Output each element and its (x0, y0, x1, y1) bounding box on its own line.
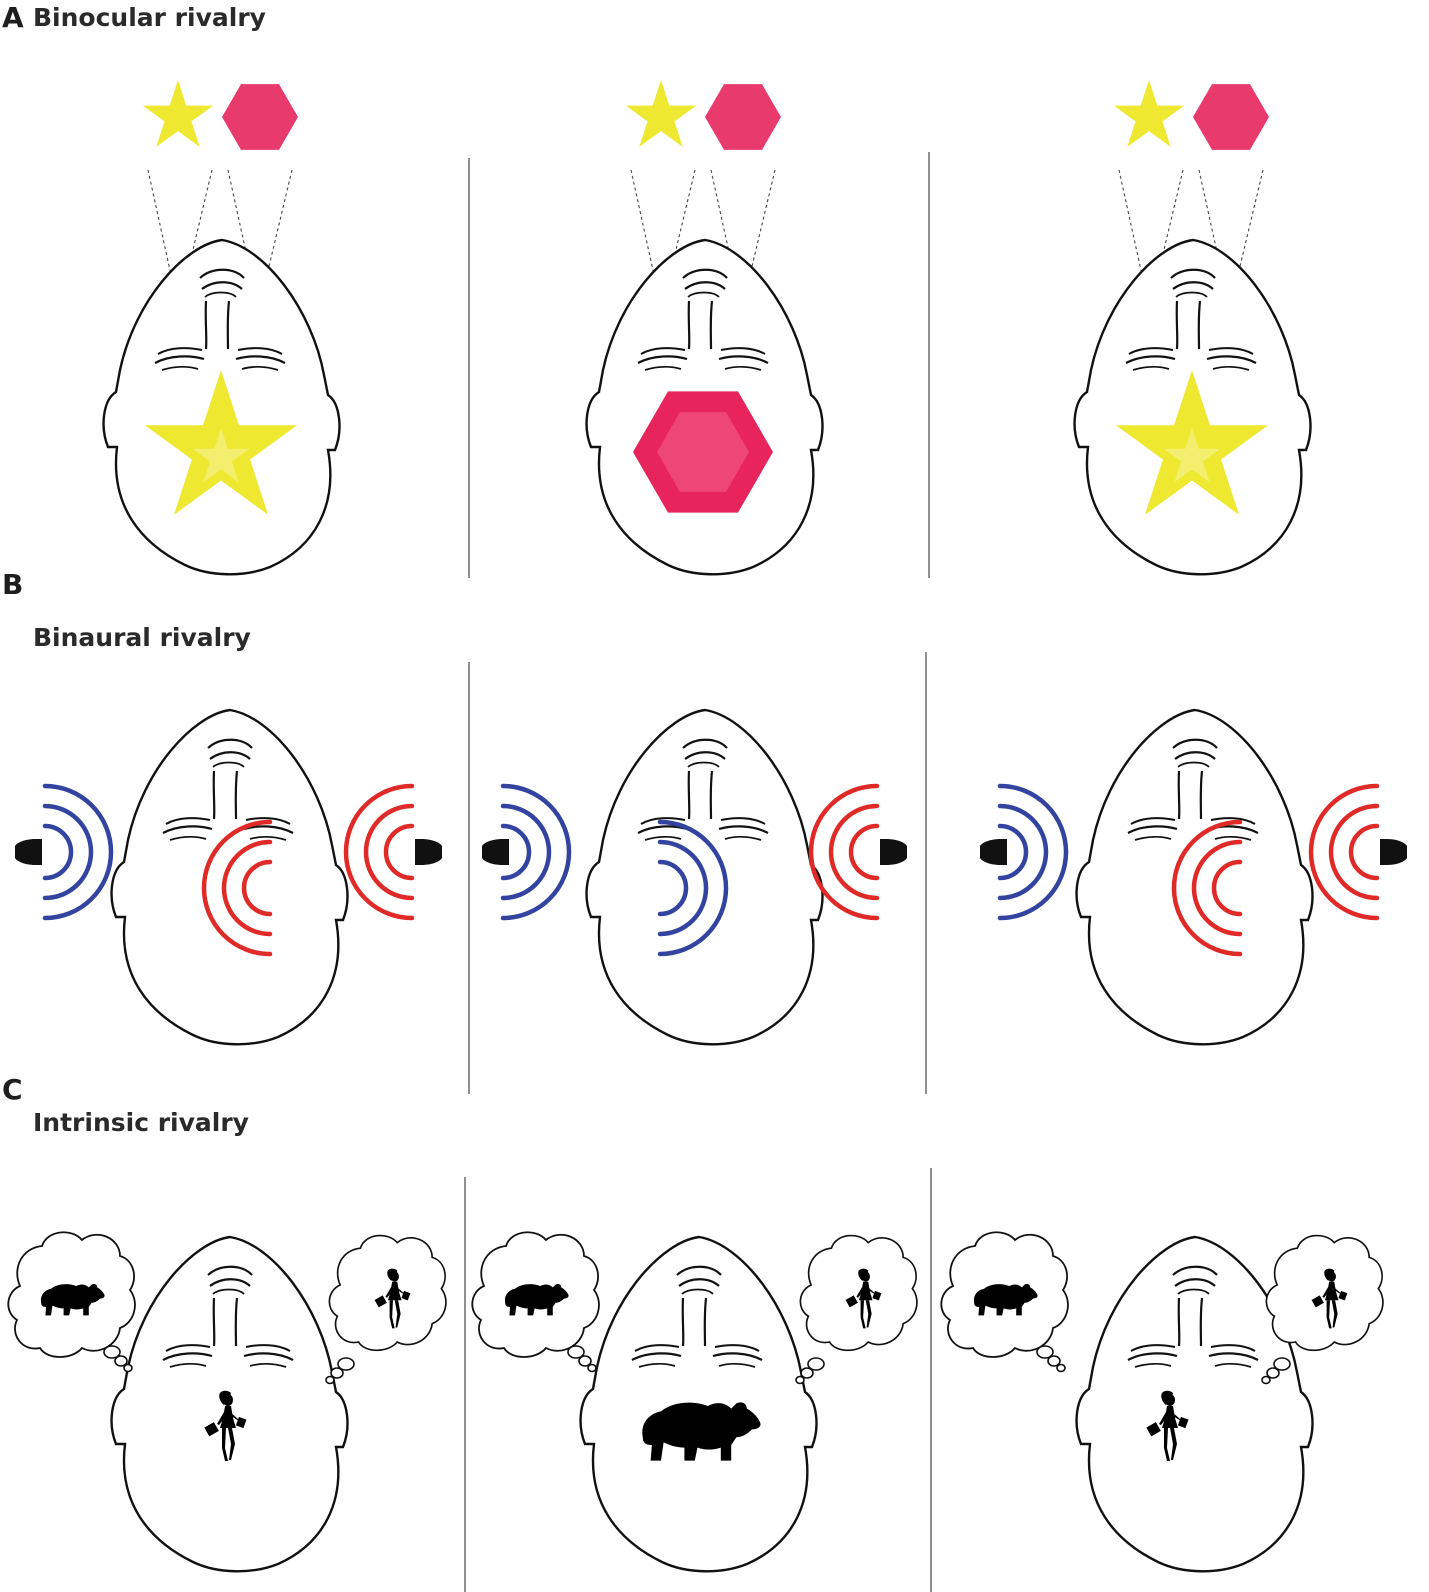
right-sound-waves (346, 786, 412, 918)
head-outline (110, 708, 349, 1046)
panel-b-column-1 (15, 708, 442, 1046)
panel-c-letter: C (2, 1073, 23, 1106)
panel-c-column-1 (7, 1231, 447, 1573)
right-speaker-icon (1380, 839, 1407, 865)
left-speaker-icon (15, 839, 42, 865)
left-sound-waves (1000, 786, 1066, 918)
right-speaker-icon (880, 839, 907, 865)
right-thought-cloud (1261, 1234, 1384, 1385)
panel-a-column-3 (1073, 80, 1312, 576)
stimulus-hexagon-icon (1193, 84, 1269, 150)
panel-c-column-3 (940, 1231, 1384, 1573)
right-thought-cloud (325, 1234, 447, 1385)
left-speaker-icon (980, 839, 1007, 865)
stimulus-star-icon (142, 80, 214, 147)
panel-dividers (464, 152, 932, 1592)
stimulus-star-icon (625, 80, 697, 147)
panel-a-letter: A (2, 1, 24, 34)
panel-a-column-2 (585, 80, 824, 576)
panel-b-column-3 (980, 708, 1407, 1046)
left-thought-cloud (7, 1231, 136, 1373)
panel-b-column-2 (482, 708, 907, 1046)
left-sound-waves (45, 786, 111, 918)
panel-b-title: Binaural rivalry (33, 623, 251, 652)
left-thought-cloud (471, 1231, 600, 1373)
left-sound-waves (503, 786, 569, 918)
stimulus-star-icon (1113, 80, 1185, 147)
stimulus-hexagon-icon (705, 84, 781, 150)
panel-a-column-1 (102, 80, 341, 576)
left-thought-cloud (940, 1231, 1069, 1373)
panel-c-title: Intrinsic rivalry (33, 1108, 249, 1137)
panel-a-title: Binocular rivalry (33, 3, 266, 32)
panel-b-letter: B (2, 568, 24, 601)
left-speaker-icon (482, 839, 509, 865)
panel-a-binocular (102, 80, 1312, 576)
right-speaker-icon (415, 839, 442, 865)
panel-b-binaural (15, 708, 1407, 1046)
right-sound-waves (1311, 786, 1377, 918)
panel-c-intrinsic (7, 1231, 1384, 1573)
stimulus-hexagon-icon (222, 84, 298, 150)
right-thought-cloud (795, 1234, 918, 1385)
panel-c-column-2 (471, 1231, 918, 1573)
